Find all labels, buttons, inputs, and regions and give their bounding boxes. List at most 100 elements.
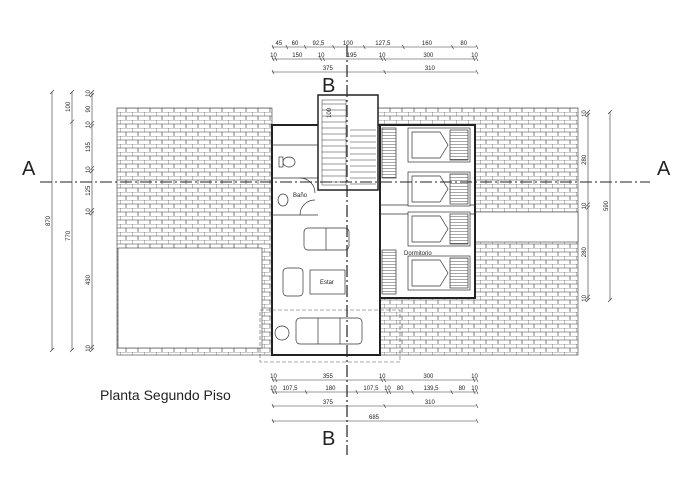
plan-title: Planta Segundo Piso [100, 387, 231, 403]
dimension-value: 127,5 [375, 41, 391, 47]
dimension-tick [69, 119, 75, 124]
dimension-tick [274, 377, 278, 383]
dimension-tick [451, 44, 454, 50]
living-furniture [274, 227, 363, 345]
dimension-tick [89, 89, 95, 95]
dimension-value: 150 [292, 53, 303, 59]
bed-icon [407, 171, 471, 207]
dimension-value: 280 [582, 154, 588, 165]
dimension-value: 10 [379, 53, 386, 59]
dimension-tick [271, 389, 275, 395]
dimension-value: 10 [582, 294, 588, 301]
dimension-value: 375 [323, 66, 334, 72]
dimension-value: 195 [347, 53, 358, 59]
dimension-value: 92,5 [313, 41, 325, 47]
dimension-value: 10 [582, 202, 588, 209]
dimension-tick [475, 418, 479, 424]
dimension-value: 80 [397, 386, 404, 392]
dimension-tick [585, 294, 591, 300]
dimension-tick [271, 403, 275, 409]
dimension-value: 685 [369, 415, 380, 421]
section-label-b-bottom: B [322, 428, 335, 450]
dimension-tick [472, 389, 476, 395]
dimension-value: 10 [86, 208, 92, 215]
section-label-a-right: A [657, 158, 671, 180]
dimension-tick [49, 347, 55, 353]
dimension-tick [383, 377, 386, 383]
dimension-value: 10 [86, 90, 92, 97]
open-area [117, 247, 263, 349]
stairs [321, 99, 376, 186]
dimension-value: 310 [425, 400, 436, 406]
roof-left [116, 107, 273, 356]
dimension-value: 180 [325, 386, 336, 392]
plant-icon [274, 325, 290, 341]
dimension-tick [450, 389, 453, 395]
toilet-icon [282, 156, 296, 168]
dimension-tick [271, 44, 275, 50]
section-label-b-top: B [322, 75, 335, 97]
dimension-value: 45 [276, 41, 283, 47]
dimension-value: 10 [270, 53, 277, 59]
dimension-tick [271, 56, 275, 62]
section-label-a-left: A [22, 158, 36, 180]
dimension-tick [303, 44, 307, 50]
dimension-tick [69, 89, 75, 95]
bed-icon [407, 127, 471, 163]
room-label-bath: Baño [293, 193, 308, 199]
bed-icon [407, 211, 471, 247]
dimension-tick [89, 169, 95, 174]
dimension-value: 430 [86, 274, 92, 285]
dimension-value: 10 [471, 374, 478, 380]
dimension-tick [383, 56, 386, 62]
dimension-tick [475, 69, 479, 75]
bed-icon [407, 255, 471, 291]
dimension-tick [475, 377, 479, 383]
dimension-value: 80 [460, 41, 467, 47]
room-label-living: Estar [320, 280, 334, 286]
table-icon [309, 269, 346, 295]
dimension-value: 10 [318, 53, 325, 59]
dimension-value: 10 [471, 386, 478, 392]
dimension-tick [402, 44, 405, 50]
dimension-value: 10 [379, 374, 386, 380]
dimension-value: 80 [459, 386, 466, 392]
dimension-value: 107,5 [282, 386, 298, 392]
dimension-tick [271, 377, 275, 383]
sink-icon [277, 193, 289, 207]
dimension-value: 590 [604, 200, 610, 211]
dimension-tick [607, 109, 613, 115]
dimension-value: 355 [323, 374, 334, 380]
dimension-tick [585, 205, 591, 210]
dimension-value: 375 [323, 400, 334, 406]
sofa-icon [295, 317, 363, 345]
dimension-value: 10 [86, 121, 92, 128]
dimension-value: 770 [66, 230, 72, 241]
dimension-value: 10 [86, 344, 92, 351]
dimension-tick [380, 56, 383, 62]
dimension-tick [585, 297, 591, 303]
dimension-tick [285, 44, 289, 50]
bathroom [272, 144, 318, 216]
dimension-tick [475, 56, 479, 62]
dimension-tick [383, 69, 386, 75]
roof-strip [474, 211, 579, 243]
dimension-tick [271, 418, 275, 424]
dimension-value: 10 [270, 386, 277, 392]
dimension-tick [385, 389, 389, 395]
dimension-tick [274, 389, 278, 395]
dimension-value: 160 [422, 41, 433, 47]
dimension-value: 100 [66, 101, 72, 112]
dimension-tick [475, 44, 479, 50]
dimension-tick [383, 403, 386, 409]
dimension-value: 90 [86, 105, 92, 112]
dimension-tick [89, 123, 95, 129]
dimension-tick [89, 344, 95, 350]
dimension-value: 310 [425, 66, 436, 72]
dimension-value: 10 [471, 53, 478, 59]
dimension-tick [89, 207, 95, 213]
stair-dimension: 100 [327, 107, 333, 118]
dimension-tick [89, 347, 95, 353]
dimension-value: 139,5 [424, 386, 440, 392]
